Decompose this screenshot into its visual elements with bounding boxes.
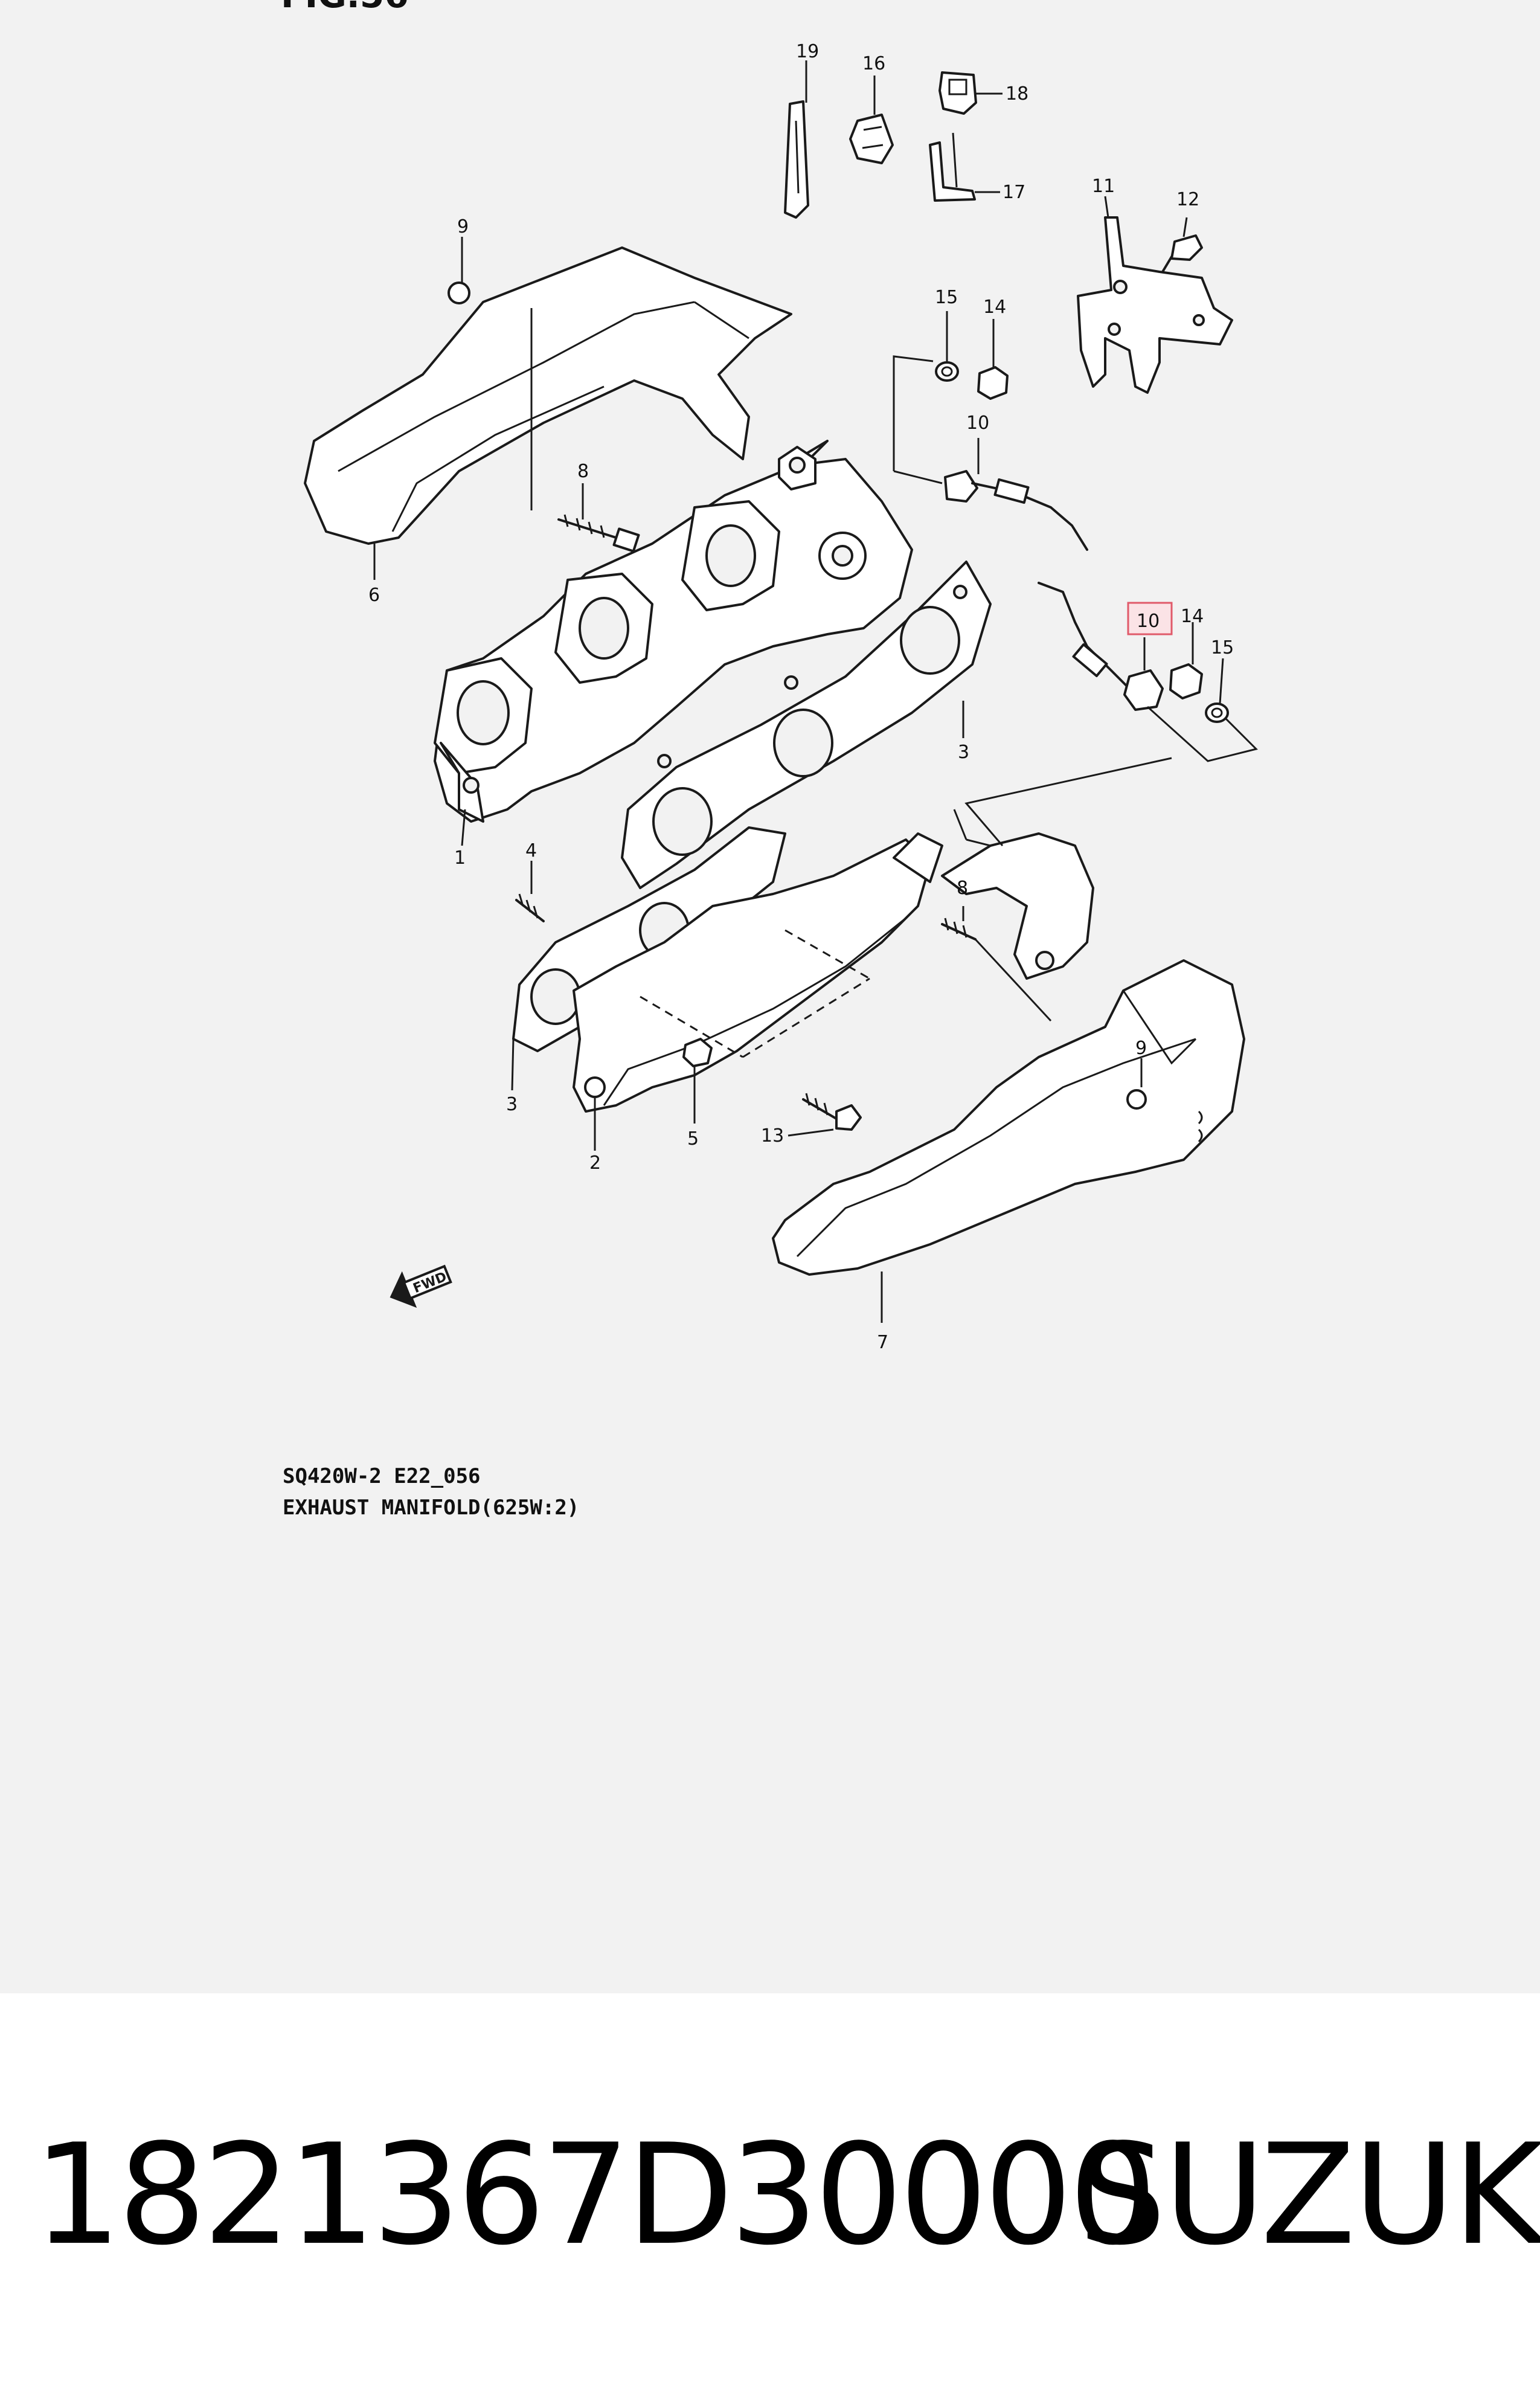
callout-12: 12	[1176, 189, 1199, 210]
gasket-3-upper	[621, 561, 992, 889]
diagram-panel: FIG.56	[0, 0, 1540, 1993]
bracket-17	[929, 132, 1000, 202]
callout-18: 18	[1006, 83, 1028, 104]
washer-15-upper	[935, 311, 959, 382]
callout-17: 17	[1003, 182, 1025, 203]
exhaust-manifold-1	[434, 440, 913, 846]
washer-15-lower	[1205, 658, 1229, 723]
bolt-12	[1161, 217, 1203, 273]
bolt-13	[788, 1093, 862, 1137]
bracket-19	[784, 60, 809, 219]
brand-name: SUZUKI	[1078, 2115, 1540, 2276]
callout-16: 16	[862, 53, 885, 74]
callout-19: 19	[796, 41, 819, 62]
oxygen-sensor-10-lower	[1038, 582, 1164, 711]
callout-15-lower: 15	[1211, 637, 1234, 658]
callout-2: 2	[589, 1153, 601, 1174]
stud-8-lower	[941, 906, 977, 940]
callout-3-upper: 3	[958, 742, 969, 763]
connector-18	[938, 71, 1003, 115]
callout-14-lower: 14	[1181, 606, 1204, 627]
heat-shield-6	[304, 237, 792, 580]
callout-15-upper: 15	[935, 287, 958, 308]
callout-3-lower: 3	[506, 1094, 518, 1115]
bracket-11	[1077, 196, 1233, 394]
oxygen-sensor-10-upper	[944, 438, 1088, 551]
stud-4	[515, 861, 545, 922]
callout-14-upper: 14	[983, 297, 1006, 318]
callout-9-lower: 9	[1135, 1038, 1147, 1059]
heat-shield-7	[772, 959, 1245, 1323]
callout-8-lower: 8	[957, 878, 968, 899]
fig-label: FIG.56	[281, 0, 409, 16]
callout-10-lower: 10	[1137, 611, 1160, 632]
fwd-arrow-icon: FWD	[390, 1264, 452, 1308]
callout-11: 11	[1092, 176, 1115, 197]
caption-code: SQ420W-2 E22_056	[283, 1464, 481, 1488]
callout-8-upper: 8	[577, 461, 589, 482]
plug-14-upper	[977, 319, 1009, 400]
nut-5	[682, 1038, 713, 1124]
exhaust-manifold-2	[573, 832, 1094, 1151]
caption-title: EXHAUST MANIFOLD(625W:2)	[283, 1496, 579, 1520]
plug-14-lower	[1169, 622, 1203, 699]
highlight-box-10	[1127, 602, 1173, 635]
callout-5: 5	[687, 1128, 699, 1149]
callout-6: 6	[368, 585, 380, 606]
callout-7: 7	[877, 1332, 888, 1353]
callout-13: 13	[761, 1125, 784, 1146]
part-number: 1821367D30000	[33, 2115, 1157, 2276]
callout-1: 1	[454, 847, 466, 869]
callout-9-upper: 9	[457, 216, 469, 237]
callout-10-upper: 10	[966, 413, 989, 434]
callout-4: 4	[525, 840, 537, 861]
exploded-parts-diagram: FIG.56	[281, 0, 1258, 1520]
stud-8-upper	[557, 483, 640, 553]
clip-16	[849, 76, 894, 164]
